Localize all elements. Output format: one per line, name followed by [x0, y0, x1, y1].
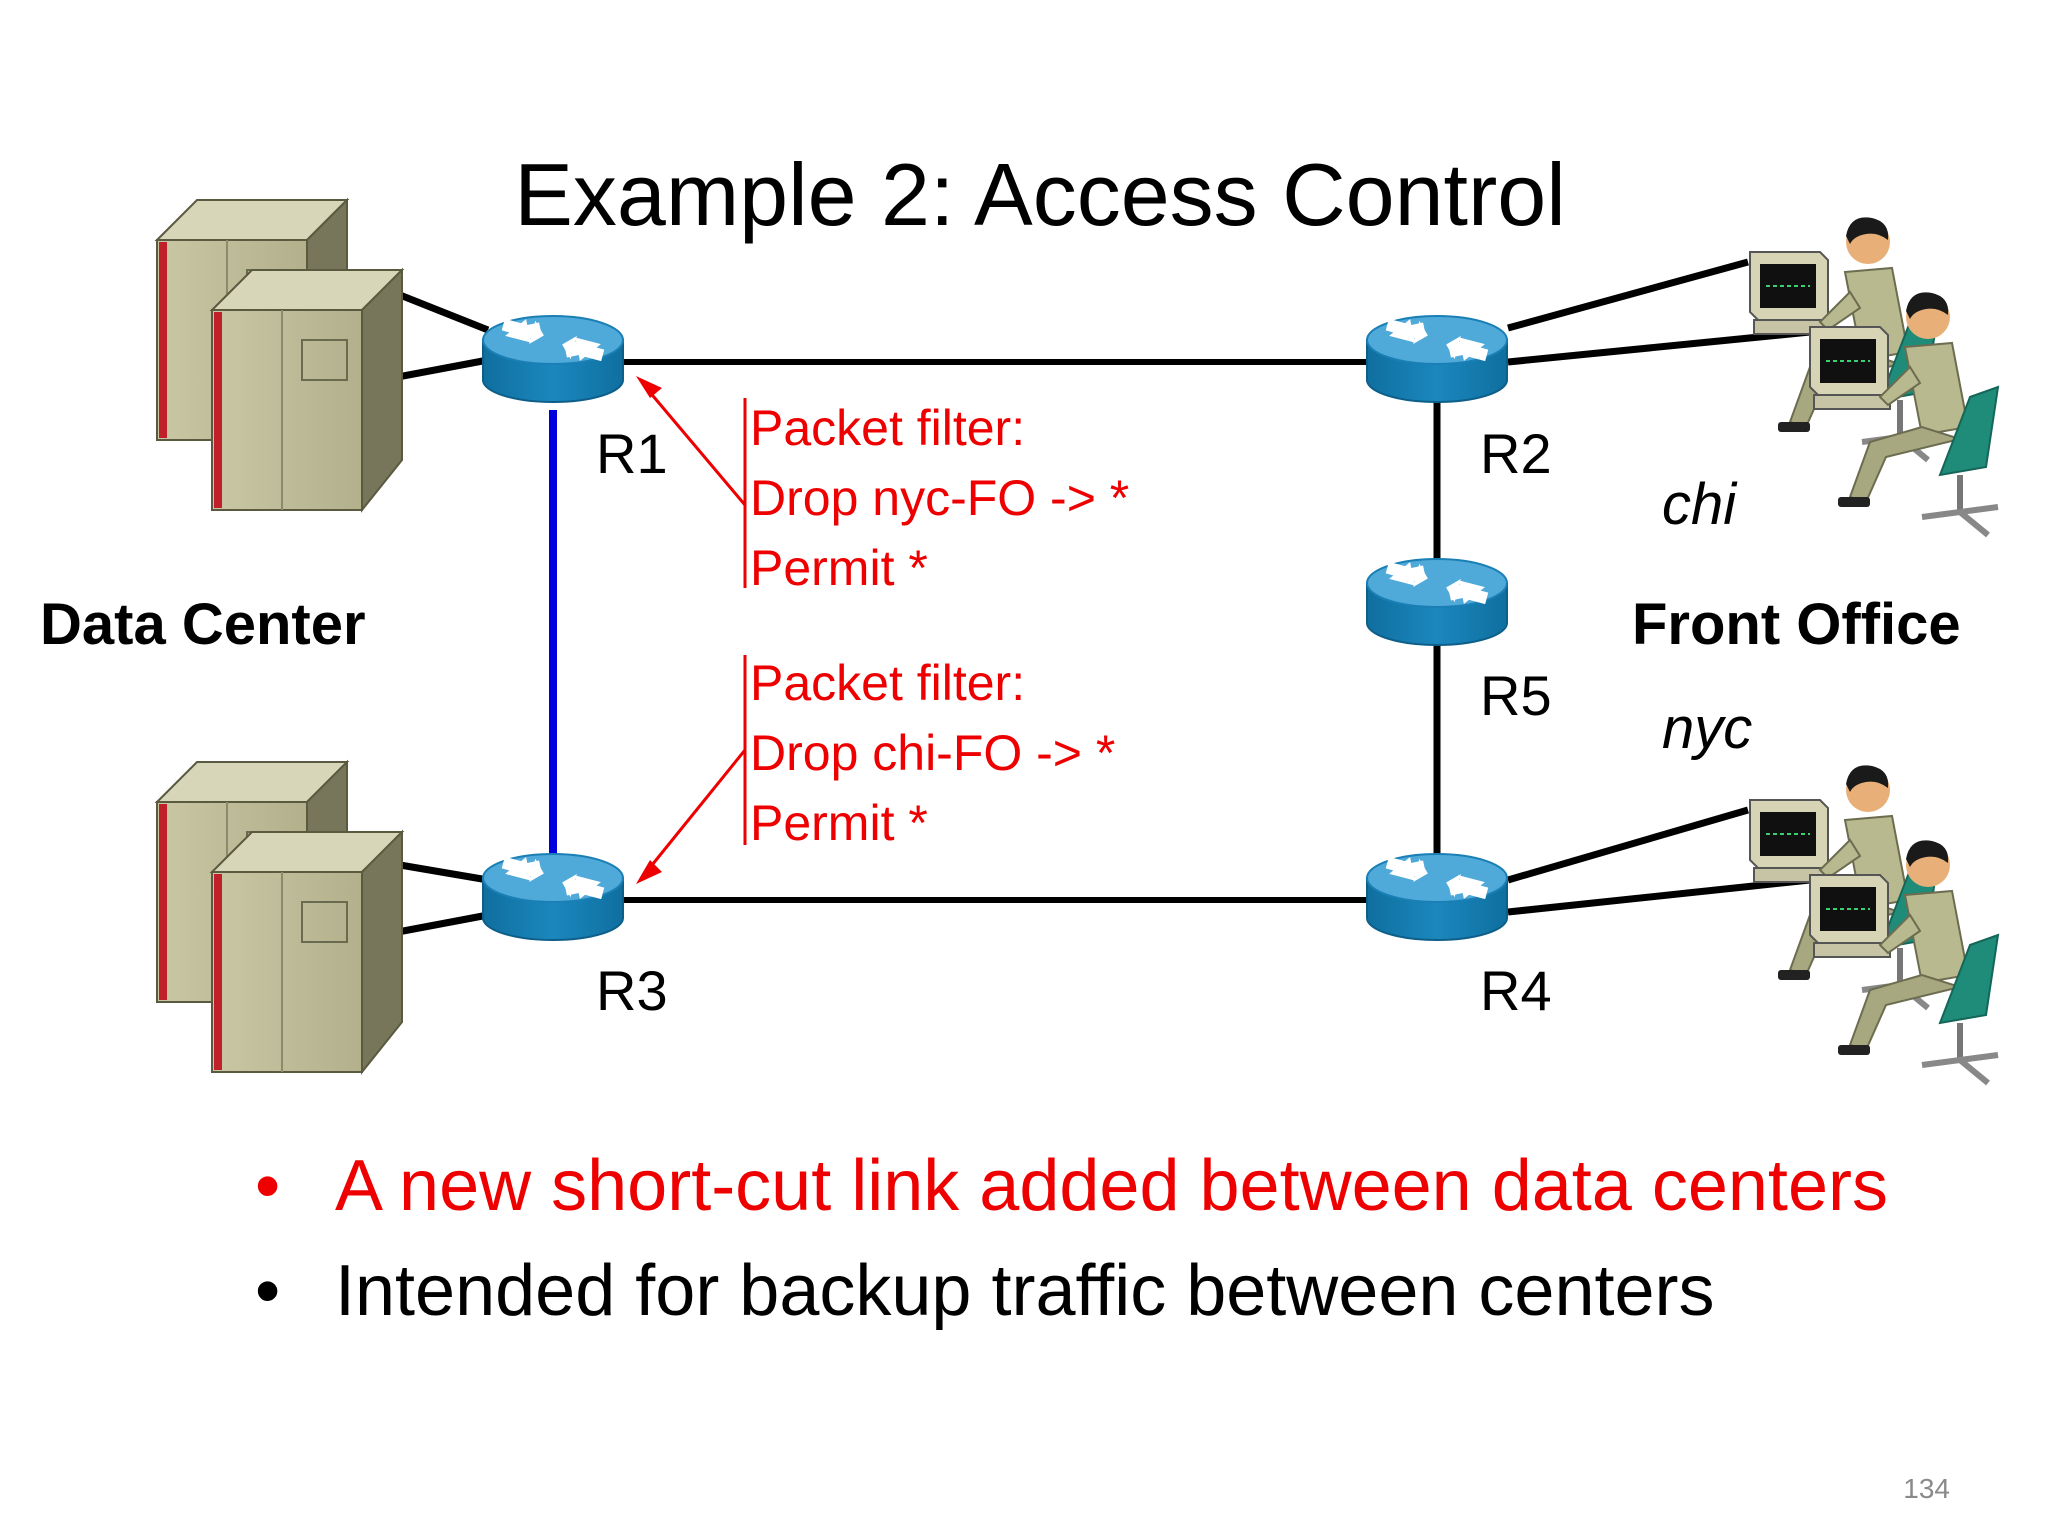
link-dc2-upper [399, 861, 489, 884]
filter-pointer [646, 749, 747, 871]
front-office-nyc-operators [1750, 765, 1998, 1083]
front-office-label: Front Office [1632, 592, 1961, 657]
link-chi-lower [1507, 328, 1811, 366]
mainframe-server-icon [156, 199, 403, 511]
filter-line: Permit * [750, 795, 928, 851]
filter-line: Drop chi-FO -> * [750, 725, 1115, 781]
links [381, 258, 1811, 939]
filter-line: Permit * [750, 540, 928, 596]
link-nyc-lower [1507, 876, 1811, 916]
city-label-chi: chi [1662, 472, 1738, 537]
filter-line: Packet filter: [750, 400, 1025, 456]
operator-workstation-icon [1750, 217, 1998, 535]
packet-filter-bottom: Packet filter: Drop chi-FO -> * Permit * [636, 655, 1115, 884]
city-label-nyc: nyc [1662, 696, 1752, 761]
router-icon-r1[interactable] [482, 312, 624, 403]
bullet-text: A new short-cut link added between data … [335, 1146, 1888, 1226]
data-center-servers-upper [156, 199, 403, 511]
router-icon-r3[interactable] [482, 850, 624, 941]
bullet-marker: • [255, 1146, 280, 1226]
link-chi-upper [1507, 258, 1749, 332]
link-dc1-upper [398, 291, 490, 334]
router-icon-r5[interactable] [1366, 555, 1508, 646]
bullet-list: • A new short-cut link added between dat… [255, 1146, 1888, 1331]
arrowhead-icon [636, 376, 662, 398]
router-label-r1: R1 [596, 422, 668, 485]
filter-pointer [646, 389, 747, 506]
router-icon-r2[interactable] [1366, 312, 1508, 403]
packet-filter-top: Packet filter: Drop nyc-FO -> * Permit * [636, 376, 1129, 596]
router-label-r4: R4 [1480, 959, 1552, 1022]
filter-line: Drop nyc-FO -> * [750, 470, 1129, 526]
arrowhead-icon [636, 860, 662, 884]
router-icon-r4[interactable] [1366, 850, 1508, 941]
mainframe-server-icon [156, 761, 403, 1073]
bullet-text: Intended for backup traffic between cent… [335, 1251, 1715, 1331]
operator-workstation-icon [1750, 765, 1998, 1083]
link-nyc-upper [1507, 806, 1749, 884]
bullet-marker: • [255, 1251, 280, 1331]
data-center-servers-lower [156, 761, 403, 1073]
router-label-r3: R3 [596, 959, 668, 1022]
page-number: 134 [1903, 1473, 1950, 1504]
router-label-r2: R2 [1480, 422, 1552, 485]
router-label-r5: R5 [1480, 664, 1552, 727]
front-office-chi-operators [1750, 217, 1998, 535]
filter-line: Packet filter: [750, 655, 1025, 711]
data-center-label: Data Center [40, 592, 366, 657]
page-title: Example 2: Access Control [514, 145, 1566, 244]
